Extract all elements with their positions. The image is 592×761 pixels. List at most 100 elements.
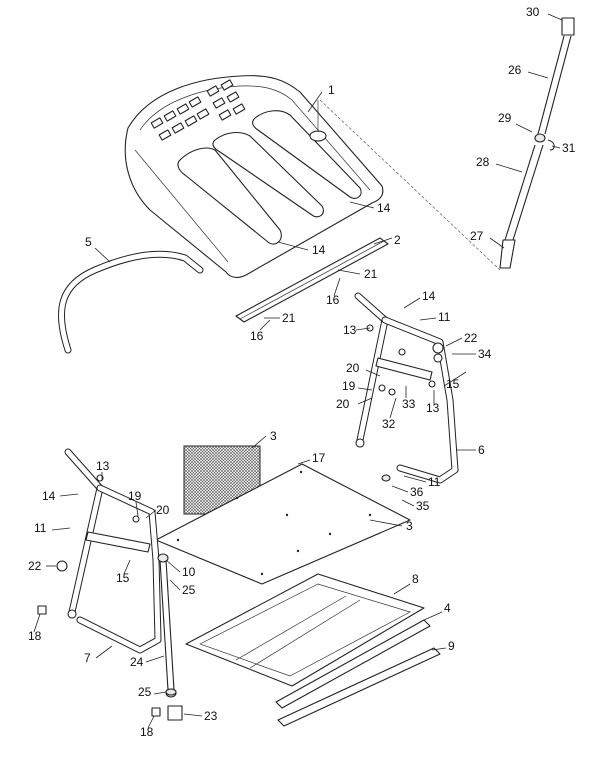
callout-label-c17: 17 [312, 451, 326, 465]
callout-leader-c21a [337, 269, 361, 275]
callout-label-c1: 1 [328, 83, 335, 97]
callout-leader-c5 [94, 247, 111, 263]
callout-leader-c15b [123, 559, 131, 575]
callout-label-c16b: 16 [250, 329, 264, 343]
callout-leader-c25a [169, 579, 181, 591]
callout-leader-c11c [51, 527, 71, 531]
callout-leader-c4 [423, 611, 443, 621]
callout-label-c11b: 11 [428, 475, 441, 489]
callout-label-c21b: 21 [282, 311, 296, 325]
callout-label-c13a: 13 [343, 323, 357, 337]
callout-leader-c32 [389, 397, 397, 419]
callout-leader-c19a [357, 387, 373, 391]
base-frame [185, 573, 425, 687]
callout-leader-c14d [59, 493, 79, 497]
callout-leader-c1 [307, 91, 323, 113]
callout-leader-c15a [443, 371, 467, 387]
callout-label-c27: 27 [470, 229, 484, 243]
callout-label-c14c: 14 [312, 243, 326, 257]
callout-label-c24: 24 [130, 655, 144, 669]
callout-leader-c14a [403, 297, 421, 309]
callout-leader-c25b [153, 691, 167, 695]
callout-label-c14d: 14 [42, 489, 56, 503]
callout-labels: 1233456789101111111313131414141415151616… [28, 5, 576, 739]
callout-leader-c23 [183, 713, 203, 717]
callout-label-c9: 9 [448, 639, 455, 653]
support-pole [499, 17, 575, 269]
callout-leader-c3b [369, 519, 403, 527]
callout-leader-c8 [393, 583, 411, 595]
callout-leader-c20b [357, 397, 373, 405]
callout-label-c20a: 20 [346, 361, 360, 375]
callout-label-c7: 7 [84, 651, 91, 665]
callout-label-c15a: 15 [446, 377, 460, 391]
callout-label-c16a: 16 [326, 293, 340, 307]
callout-leader-c18b [147, 715, 155, 729]
callout-leader-c11b [403, 475, 427, 483]
callout-label-c13c: 13 [96, 459, 110, 473]
callout-leader-c18a [33, 613, 41, 633]
callout-label-c36: 36 [410, 485, 424, 499]
callout-label-c11c: 11 [34, 521, 47, 535]
callout-leader-c14c [277, 241, 309, 251]
callout-leader-c31 [551, 145, 561, 149]
callout-leader-c3a [251, 435, 267, 449]
callout-leader-c16a [333, 277, 341, 297]
callout-leader-c19b [135, 501, 139, 517]
callout-label-c20b: 20 [336, 397, 350, 411]
callout-label-c23: 23 [204, 709, 218, 723]
callout-leader-c20c [145, 509, 157, 519]
callout-label-c14b: 14 [377, 201, 391, 215]
callout-leader-c22a [445, 337, 463, 347]
callout-label-c19b: 19 [128, 489, 142, 503]
callout-label-c25b: 25 [138, 685, 152, 699]
callout-leader-c27 [489, 237, 505, 249]
callout-label-c19a: 19 [342, 379, 356, 393]
callout-label-c25a: 25 [182, 583, 196, 597]
callout-label-c5: 5 [85, 235, 92, 249]
callout-leader-c10 [165, 559, 181, 573]
callout-label-c10: 10 [182, 565, 196, 579]
callout-label-c30: 30 [526, 5, 540, 19]
callout-label-c31: 31 [562, 141, 576, 155]
callout-label-c3b: 3 [406, 519, 413, 533]
callout-leader-c26 [527, 71, 549, 79]
callout-label-c8: 8 [412, 572, 419, 586]
callout-label-c32: 32 [382, 417, 396, 431]
callout-leader-c14b [349, 201, 375, 209]
callout-label-c26: 26 [508, 63, 522, 77]
callout-leader-c24 [145, 655, 165, 663]
callout-leader-c36 [391, 485, 409, 493]
callout-leader-c2 [373, 237, 393, 245]
callout-label-c15b: 15 [116, 571, 130, 585]
callout-label-c4: 4 [444, 601, 451, 615]
callout-label-c18a: 18 [28, 629, 42, 643]
callout-leader-c11a [419, 317, 437, 321]
callout-label-c3a: 3 [270, 429, 277, 443]
right-frame [354, 292, 459, 484]
callout-label-c33: 33 [402, 397, 416, 411]
callout-leader-c16b [259, 319, 271, 331]
callout-label-c34: 34 [478, 347, 492, 361]
callout-label-c35: 35 [416, 499, 430, 513]
roof-vents [150, 79, 246, 141]
callout-label-c6: 6 [478, 443, 485, 457]
callout-label-c29: 29 [498, 111, 512, 125]
callout-label-c11a: 11 [438, 310, 451, 324]
callout-leader-c20a [365, 369, 381, 377]
floor-panel [155, 463, 411, 585]
callout-label-c22a: 22 [464, 331, 478, 345]
callout-leader-c7 [95, 645, 113, 659]
callout-label-c18b: 18 [140, 725, 154, 739]
strip-4 [275, 619, 431, 709]
callout-leader-c29 [515, 123, 533, 133]
front-trim-bar [235, 237, 389, 323]
callout-leader-c13a [355, 327, 371, 331]
canopy-roof [124, 75, 384, 278]
callout-label-c22b: 22 [28, 559, 42, 573]
callout-leader-c17 [297, 459, 311, 465]
left-frame [64, 448, 162, 654]
callout-label-c2: 2 [394, 233, 401, 247]
callout-label-c20c: 20 [156, 503, 170, 517]
